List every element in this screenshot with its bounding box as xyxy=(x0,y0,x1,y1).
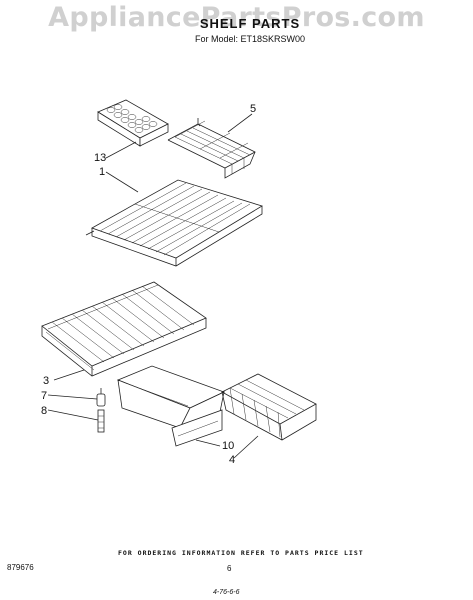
callout-7: 7 xyxy=(41,390,48,402)
wire-basket-part xyxy=(221,373,317,441)
callout-8: 8 xyxy=(41,405,48,417)
callout-5: 5 xyxy=(250,103,257,115)
model-line: For Model: ET18SKRSW00 xyxy=(194,34,306,44)
callout-1: 1 xyxy=(99,166,106,178)
diagram-title: SHELF PARTS xyxy=(199,16,301,31)
ordering-note: FOR ORDERING INFORMATION REFER TO PARTS … xyxy=(118,549,364,557)
roller-part xyxy=(96,388,106,407)
crisper-cover-shelf-part xyxy=(41,281,207,377)
egg-tray-part xyxy=(97,99,169,147)
callout-10: 10 xyxy=(222,440,235,452)
watermark: AppliancePartsPros.com xyxy=(48,2,425,33)
document-number: 879676 xyxy=(7,563,34,572)
callout-4: 4 xyxy=(229,454,236,466)
callout-13: 13 xyxy=(94,152,107,164)
page-number: 6 xyxy=(227,564,232,573)
crisper-drawer-part xyxy=(116,365,226,447)
leader-lines xyxy=(47,113,259,459)
small-wire-shelf-part xyxy=(167,118,256,179)
support-screw-part xyxy=(97,409,105,433)
handwritten-date: 4-76-6-6 xyxy=(213,589,240,596)
callout-3: 3 xyxy=(43,375,50,387)
upper-wire-shelf-part xyxy=(85,179,263,267)
